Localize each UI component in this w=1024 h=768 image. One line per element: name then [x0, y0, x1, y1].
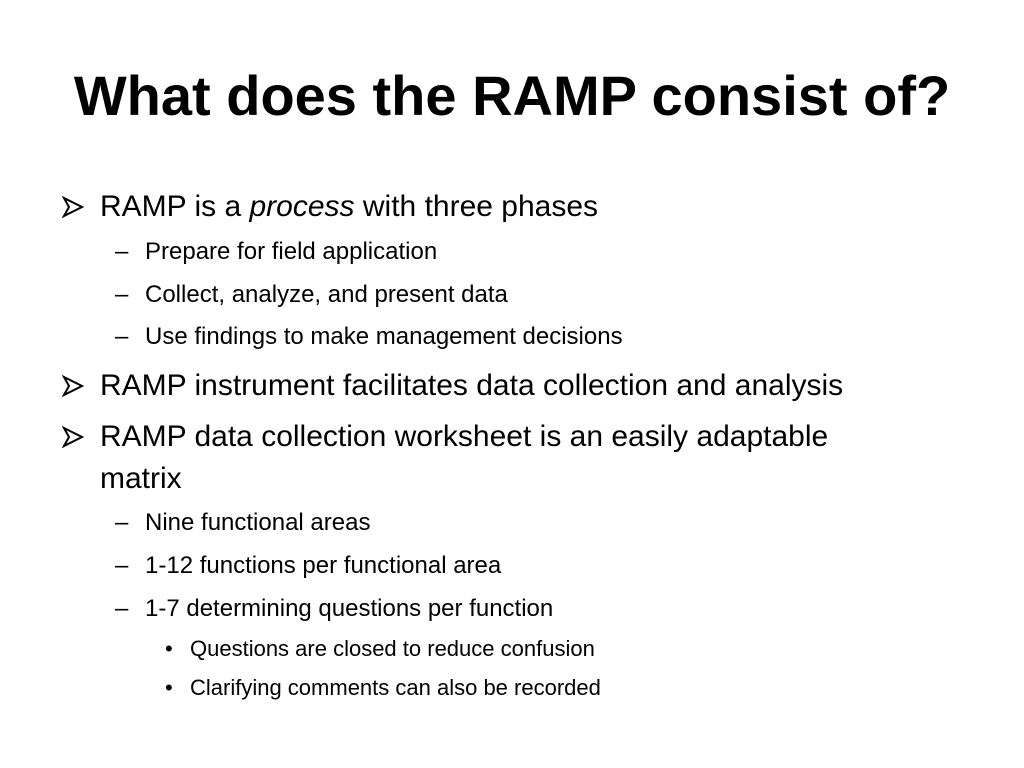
subbullet-text: 1-7 determining questions per function — [145, 595, 554, 622]
subsubbullet-clarifying-comments: • Clarifying comments can also be record… — [165, 675, 601, 701]
dash-marker: – — [115, 509, 129, 536]
bullet-text: with three phases — [354, 190, 599, 223]
bullet-text: RAMP is a — [100, 190, 250, 223]
subbullet-nine-areas: – Nine functional areas — [115, 509, 371, 537]
dash-marker: – — [115, 552, 129, 579]
subbullet-text: Prepare for field application — [145, 238, 438, 265]
arrowhead-bullet-icon — [62, 196, 84, 218]
subbullet-text: Collect, analyze, and present data — [145, 281, 508, 308]
subsubbullet-closed-questions: • Questions are closed to reduce confusi… — [165, 636, 595, 662]
bullet-text: RAMP instrument facilitates data collect… — [100, 369, 844, 402]
bullet-text: matrix — [100, 462, 182, 495]
subbullet-text: Use findings to make management decision… — [145, 323, 623, 350]
arrowhead-bullet-icon — [62, 375, 84, 397]
subbullet-questions-per-function: – 1-7 determining questions per function — [115, 595, 554, 623]
subbullet-text: 1-12 functions per functional area — [145, 552, 502, 579]
bullet-ramp-process: RAMP is a process with three phases — [62, 186, 599, 228]
subbullet-functions-per-area: – 1-12 functions per functional area — [115, 552, 502, 580]
dash-marker: – — [115, 595, 129, 622]
subsubbullet-text: Questions are closed to reduce confusion — [190, 636, 595, 661]
subsubbullet-text: Clarifying comments can also be recorded — [190, 675, 601, 700]
bullet-emphasis: process — [249, 190, 355, 223]
dash-marker: – — [115, 281, 129, 308]
arrowhead-bullet-icon — [62, 426, 84, 448]
bullet-text: RAMP data collection worksheet is an eas… — [100, 420, 829, 453]
bullet-ramp-instrument: RAMP instrument facilitates data collect… — [62, 365, 844, 407]
bullet-ramp-worksheet: RAMP data collection worksheet is an eas… — [62, 416, 829, 458]
bullet-ramp-worksheet-continued: matrix — [100, 458, 182, 500]
subbullet-use-findings: – Use findings to make management decisi… — [115, 323, 623, 351]
dot-marker: • — [165, 636, 173, 661]
subbullet-collect: – Collect, analyze, and present data — [115, 281, 508, 309]
slide-title: What does the RAMP consist of? — [73, 64, 951, 127]
dot-marker: • — [165, 675, 173, 700]
subbullet-text: Nine functional areas — [145, 509, 371, 536]
dash-marker: – — [115, 238, 129, 265]
dash-marker: – — [115, 323, 129, 350]
subbullet-prepare: – Prepare for field application — [115, 238, 438, 266]
